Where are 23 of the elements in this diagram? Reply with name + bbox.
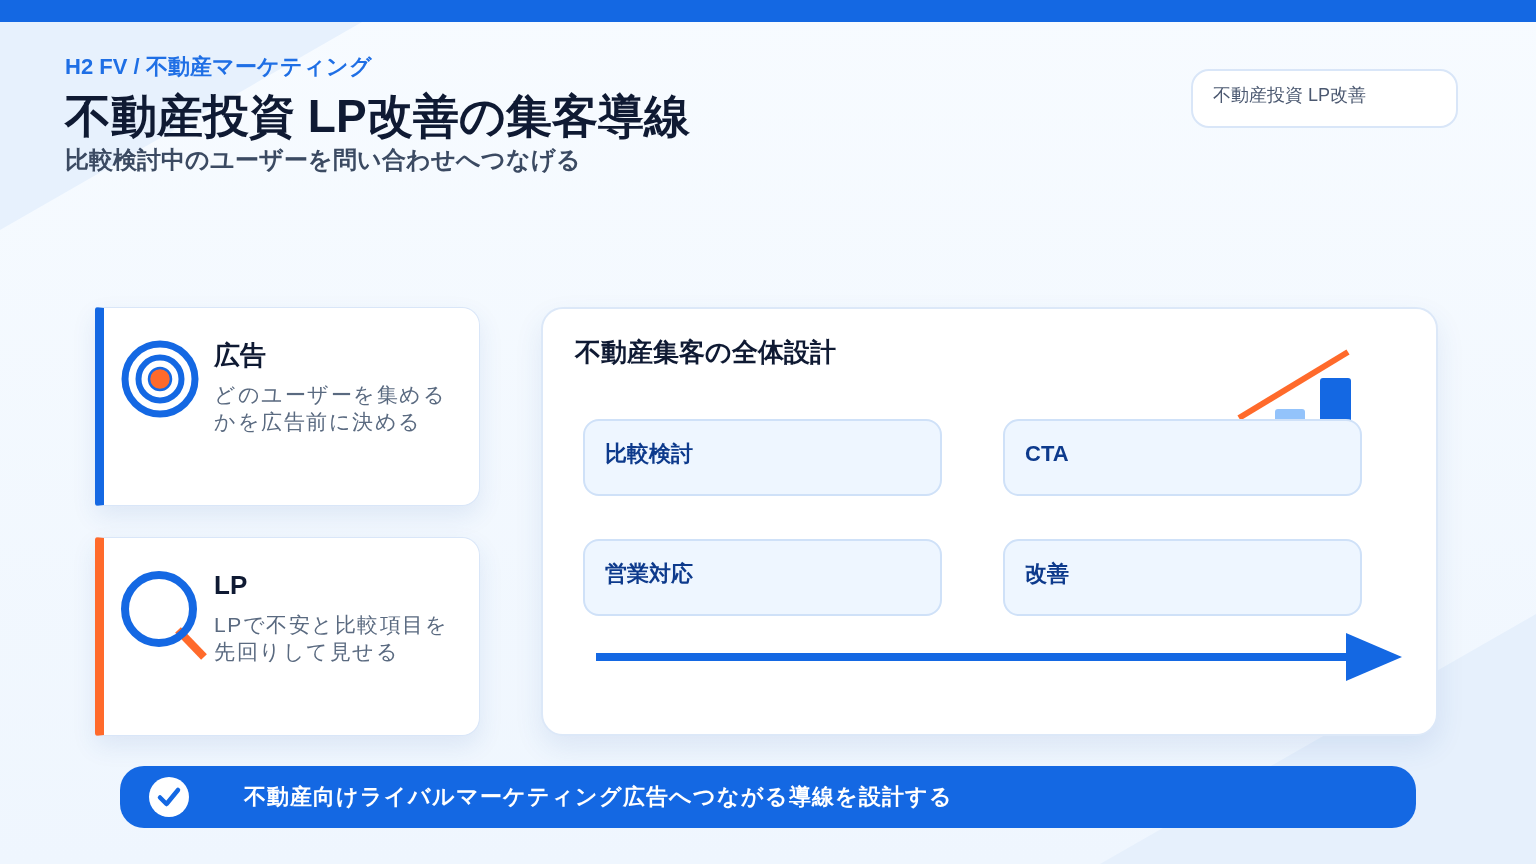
card-description: どのユーザーを集めるかを広告前に決める (214, 382, 447, 435)
panel-heading: 不動産集客の全体設計 (575, 336, 836, 369)
page-title: 不動産投資 LP改善の集客導線 (65, 89, 690, 143)
feature-card (95, 307, 480, 506)
banner-text: 不動産向けライバルマーケティング広告へつながる導線を設計する (244, 783, 953, 811)
kicker-text: H2 FV / 不動産マーケティング (65, 53, 373, 81)
tag-label: 不動産投資 LP改善 (1213, 84, 1367, 107)
step-card (1003, 539, 1362, 616)
feature-card (95, 537, 480, 736)
card-heading: 広告 (214, 339, 266, 372)
step-card (583, 419, 942, 496)
step-card (583, 539, 942, 616)
step-label: 改善 (1025, 560, 1069, 588)
card-heading: LP (214, 569, 248, 602)
step-label: 比較検討 (605, 440, 693, 468)
step-label: 営業対応 (605, 560, 693, 588)
page-subtitle: 比較検討中のユーザーを問い合わせへつなげる (65, 145, 582, 175)
card-description: LPで不安と比較項目を先回りして見せる (214, 612, 450, 665)
summary-banner (120, 766, 1416, 828)
step-card (1003, 419, 1362, 496)
tag-pill (1191, 69, 1458, 128)
overview-panel (541, 307, 1438, 736)
step-label: CTA (1025, 440, 1069, 468)
